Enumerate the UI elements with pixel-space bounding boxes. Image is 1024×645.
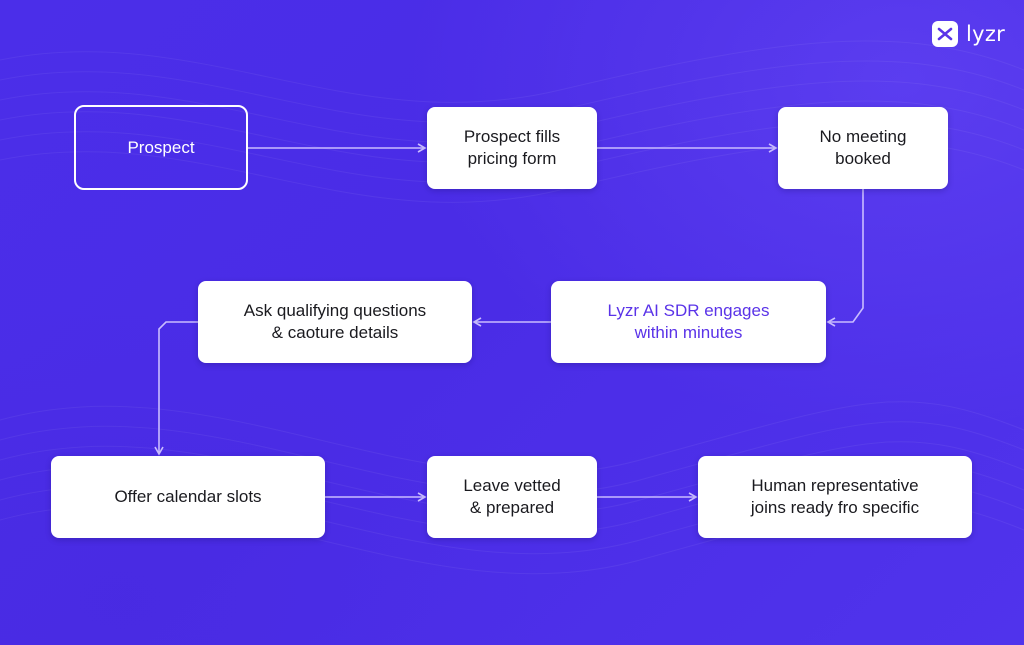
node-sdr-engages-label: Lyzr AI SDR engages within minutes bbox=[607, 301, 770, 342]
node-offer-calendar-slots-label: Offer calendar slots bbox=[114, 487, 262, 506]
node-no-meeting-booked-label: No meeting booked bbox=[819, 127, 907, 168]
node-prospect: Prospect bbox=[74, 105, 248, 190]
node-offer-calendar-slots: Offer calendar slots bbox=[51, 456, 325, 538]
node-ask-qualifying-questions-label: Ask qualifying questions & caoture detai… bbox=[243, 301, 427, 342]
brand-logo: lyzr bbox=[932, 21, 1005, 47]
node-human-representative: Human representative joins ready fro spe… bbox=[698, 456, 972, 538]
connector-ask-questions-to-offer-slots bbox=[154, 321, 198, 456]
node-human-representative-label: Human representative joins ready fro spe… bbox=[750, 476, 920, 517]
node-fills-pricing-form: Prospect fills pricing form bbox=[427, 107, 597, 189]
brand-name: lyzr bbox=[966, 22, 1006, 46]
connector-no-meeting-to-sdr-engages bbox=[826, 189, 864, 327]
node-ask-qualifying-questions: Ask qualifying questions & caoture detai… bbox=[198, 281, 472, 363]
node-leave-vetted-label: Leave vetted & prepared bbox=[463, 476, 561, 517]
node-fills-pricing-form-label: Prospect fills pricing form bbox=[463, 127, 561, 168]
node-prospect-label: Prospect bbox=[127, 137, 195, 157]
lyzr-logo-icon bbox=[932, 21, 958, 47]
node-sdr-engages: Lyzr AI SDR engages within minutes bbox=[551, 281, 826, 363]
node-no-meeting-booked: No meeting booked bbox=[778, 107, 948, 189]
node-leave-vetted: Leave vetted & prepared bbox=[427, 456, 597, 538]
